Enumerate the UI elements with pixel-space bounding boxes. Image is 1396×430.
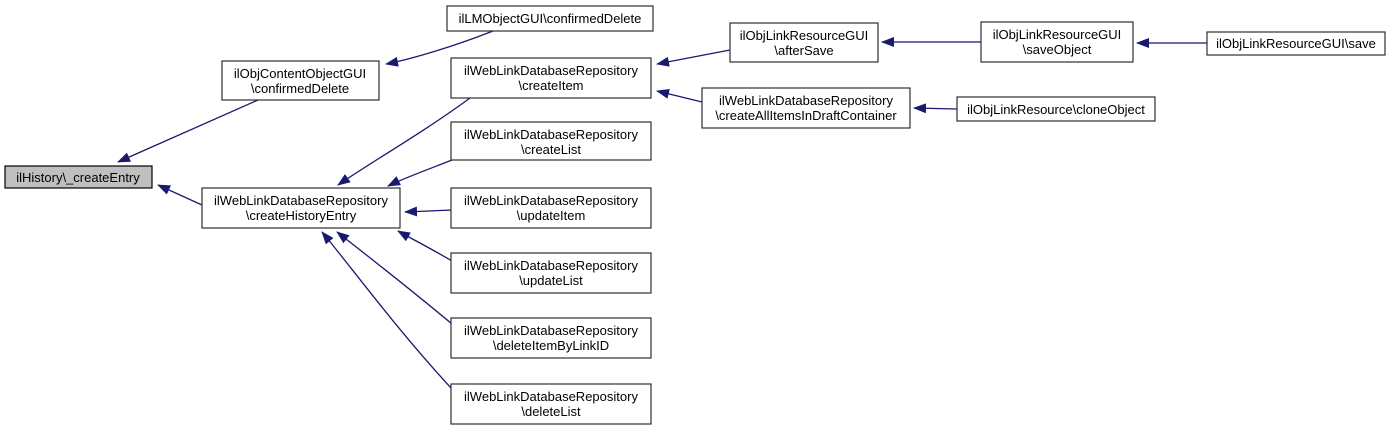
edge-createAllItemsInDraftContainer-to-createItem xyxy=(656,88,703,103)
node-label-line2: \updateList xyxy=(519,273,583,288)
node-box xyxy=(446,5,654,32)
node-box xyxy=(729,22,879,63)
node-box xyxy=(956,96,1156,122)
node-label-line2: \updateItem xyxy=(517,208,586,223)
edge-createHistoryEntry-to-history-createEntry xyxy=(157,184,203,206)
node-label-line1: ilObjContentObjectGUI xyxy=(234,66,366,81)
node-label-line2: \confirmedDelete xyxy=(251,81,349,96)
edge-createItem-to-createHistoryEntry xyxy=(337,97,471,186)
node-label-line1: ilWebLinkDatabaseRepository xyxy=(719,93,893,108)
edge-updateItem-to-createHistoryEntry xyxy=(404,206,453,217)
node-label-line1: ilWebLinkDatabaseRepository xyxy=(464,127,638,142)
node-createList[interactable]: ilWebLinkDatabaseRepository \createList xyxy=(450,121,652,161)
node-label-line1: ilWebLinkDatabaseRepository xyxy=(464,63,638,78)
node-label-line1: ilObjLinkResourceGUI xyxy=(993,27,1122,42)
node-updateItem[interactable]: ilWebLinkDatabaseRepository \updateItem xyxy=(450,187,652,229)
node-label-line2: \createList xyxy=(521,142,581,157)
node-box xyxy=(450,187,652,229)
node-box xyxy=(4,165,153,189)
edge-afterSave-to-createItem xyxy=(656,49,731,67)
node-afterSave[interactable]: ilObjLinkResourceGUI \afterSave xyxy=(729,22,879,63)
node-deleteItemByLinkID[interactable]: ilWebLinkDatabaseRepository \deleteItemB… xyxy=(450,317,652,359)
node-box xyxy=(980,21,1134,63)
edge-deleteList-to-createHistoryEntry xyxy=(321,231,453,390)
node-label-line1: ilObjLinkResourceGUI xyxy=(740,28,869,43)
node-objcontent-confirmedDelete[interactable]: ilObjContentObjectGUI \confirmedDelete xyxy=(221,60,380,101)
node-box xyxy=(450,317,652,359)
node-label-line2: \deleteItemByLinkID xyxy=(493,338,609,353)
edge-createList-to-createHistoryEntry xyxy=(387,159,453,187)
node-box xyxy=(221,60,380,101)
node-label-line2: \createHistoryEntry xyxy=(246,208,357,223)
node-deleteList[interactable]: ilWebLinkDatabaseRepository \deleteList xyxy=(450,383,652,425)
node-box xyxy=(201,187,401,229)
node-createAllItemsInDraftContainer[interactable]: ilWebLinkDatabaseRepository \createAllIt… xyxy=(701,87,911,129)
edge-objcontent-confirmedDelete-to-history-createEntry xyxy=(117,99,259,163)
node-updateList[interactable]: ilWebLinkDatabaseRepository \updateList xyxy=(450,252,652,294)
node-cloneObject[interactable]: ilObjLinkResource\cloneObject xyxy=(956,96,1156,122)
node-label: ilHistory\_createEntry xyxy=(16,170,140,185)
node-createHistoryEntry[interactable]: ilWebLinkDatabaseRepository \createHisto… xyxy=(201,187,401,229)
node-label: ilLMObjectGUI\confirmedDelete xyxy=(459,11,642,26)
node-label: ilObjLinkResource\cloneObject xyxy=(967,102,1145,117)
node-label-line1: ilWebLinkDatabaseRepository xyxy=(214,193,388,208)
node-label-line1: ilWebLinkDatabaseRepository xyxy=(464,258,638,273)
node-history-createEntry: ilHistory\_createEntry xyxy=(4,165,153,189)
node-label-line2: \afterSave xyxy=(774,43,833,58)
node-box xyxy=(450,121,652,161)
node-box xyxy=(450,383,652,425)
node-label-line2: \saveObject xyxy=(1023,42,1092,57)
node-label: ilObjLinkResourceGUI\save xyxy=(1216,36,1376,51)
node-box xyxy=(1206,31,1386,56)
node-label-line1: ilWebLinkDatabaseRepository xyxy=(464,389,638,404)
edge-lm-confirmedDelete-to-objcontent-confirmedDelete xyxy=(385,30,494,67)
node-label-line1: ilWebLinkDatabaseRepository xyxy=(464,323,638,338)
edge-deleteItemByLinkID-to-createHistoryEntry xyxy=(336,231,453,325)
node-label-line1: ilWebLinkDatabaseRepository xyxy=(464,193,638,208)
node-box xyxy=(701,87,911,129)
node-save[interactable]: ilObjLinkResourceGUI\save xyxy=(1206,31,1386,56)
node-label-line2: \createItem xyxy=(518,78,583,93)
node-label-line2: \deleteList xyxy=(521,404,581,419)
edge-cloneObject-to-createAllItemsInDraftContainer xyxy=(913,103,958,114)
edge-updateList-to-createHistoryEntry xyxy=(397,230,453,262)
node-lm-confirmedDelete[interactable]: ilLMObjectGUI\confirmedDelete xyxy=(446,5,654,32)
node-saveObject[interactable]: ilObjLinkResourceGUI \saveObject xyxy=(980,21,1134,63)
node-box xyxy=(450,57,652,99)
node-box xyxy=(450,252,652,294)
node-createItem[interactable]: ilWebLinkDatabaseRepository \createItem xyxy=(450,57,652,99)
node-label-line2: \createAllItemsInDraftContainer xyxy=(715,108,897,123)
